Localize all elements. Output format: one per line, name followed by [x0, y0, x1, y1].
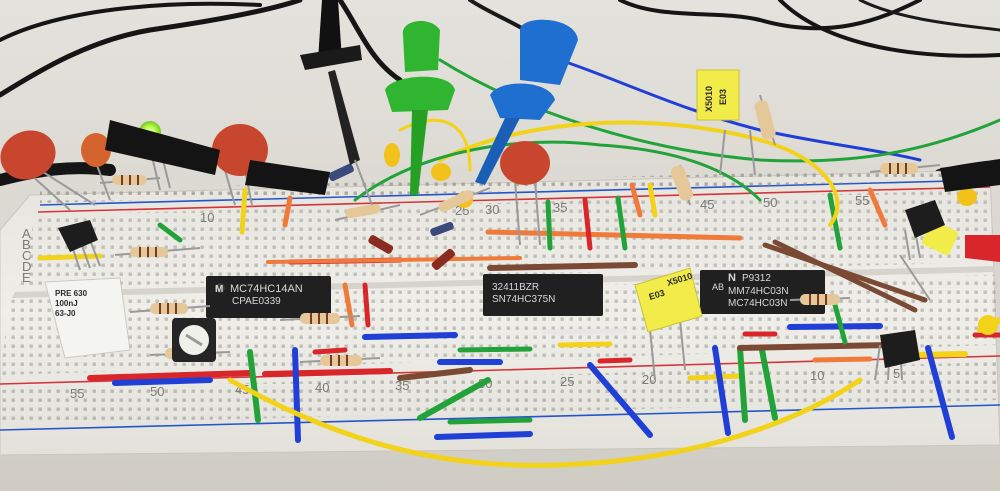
- column-numbers: 10 25 30 35 45 50 55 55 50 45 40 35 30 2…: [22, 193, 900, 401]
- svg-text:10: 10: [200, 210, 214, 225]
- diodes: [328, 163, 455, 270]
- ceramic-capacitors: [0, 124, 998, 335]
- svg-text:35: 35: [395, 378, 409, 393]
- trimmer-pot: [172, 318, 216, 362]
- ic-mm74hc03n: AB N P9312 MM74HC03N MC74HC03N: [700, 270, 825, 314]
- svg-text:X5010: X5010: [704, 86, 714, 112]
- svg-text:B: B: [22, 237, 31, 252]
- svg-text:45: 45: [700, 197, 714, 212]
- svg-text:E: E: [22, 270, 31, 285]
- jumper-wires: [37, 182, 1000, 443]
- chip-line2: CPAE0339: [232, 296, 281, 307]
- svg-text:50: 50: [150, 384, 164, 399]
- chip-line1: 32411BZR: [492, 282, 539, 293]
- svg-text:5: 5: [893, 366, 900, 381]
- svg-text:20: 20: [642, 372, 656, 387]
- ic-sn74hc375n: 32411BZR SN74HC375N: [483, 274, 603, 316]
- chip-line2: MM74HC03N: [728, 286, 789, 297]
- svg-text:55: 55: [70, 386, 84, 401]
- svg-text:E03: E03: [718, 89, 728, 105]
- chip-logo: M: [215, 284, 223, 295]
- svg-text:55: 55: [855, 193, 869, 208]
- chip-line1: MC74HC14AN: [230, 283, 303, 295]
- svg-text:100nJ: 100nJ: [55, 299, 78, 308]
- svg-text:C: C: [22, 248, 31, 263]
- svg-text:30: 30: [485, 202, 499, 217]
- svg-text:A: A: [22, 226, 31, 241]
- svg-text:35: 35: [553, 200, 567, 215]
- svg-text:10: 10: [810, 368, 824, 383]
- svg-text:40: 40: [315, 380, 329, 395]
- white-box-component: PRE 630 100nJ 63-J0: [44, 277, 131, 359]
- transistors: [58, 200, 945, 381]
- test-probes: [105, 0, 1000, 262]
- chip-side-mark: AB: [712, 282, 724, 292]
- svg-text:E03: E03: [648, 288, 666, 302]
- chip-line3: MC74HC03N: [728, 298, 787, 309]
- chip-line2: SN74HC375N: [492, 294, 555, 305]
- svg-text:25: 25: [560, 374, 574, 389]
- svg-text:50: 50: [763, 195, 777, 210]
- film-capacitor-middle: E03 X5010: [634, 267, 703, 381]
- svg-text:63-J0: 63-J0: [55, 309, 76, 318]
- ic-mc74hc14an: M MC74HC14AN CPAE0339: [206, 276, 331, 318]
- svg-text:D: D: [22, 259, 31, 274]
- chip-line1: P9312: [742, 273, 771, 284]
- film-capacitor-top: X5010 E03: [696, 69, 756, 176]
- svg-text:PRE 630: PRE 630: [55, 289, 88, 298]
- chip-logo: N: [728, 272, 736, 284]
